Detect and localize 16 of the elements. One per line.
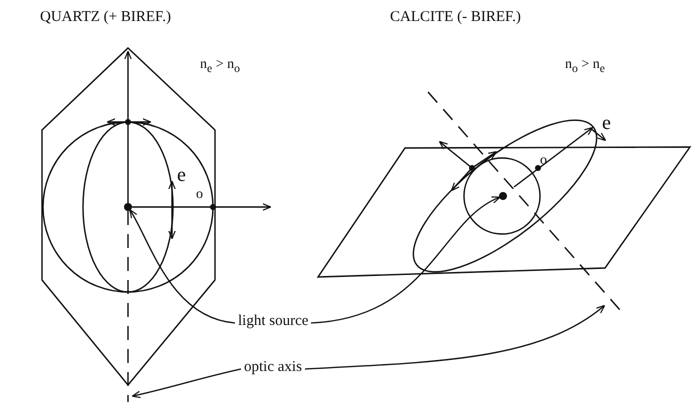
light-source-label: light source [238,312,308,330]
light-source-point [124,203,132,211]
optic-axis-line [127,211,129,402]
leader-line [129,209,236,324]
leader-line [310,196,501,324]
ray-label: e [602,114,611,132]
diagram-heading: QUARTZ (+ BIREF.) [40,8,171,26]
leader-line [132,368,242,398]
optic-axis-line [427,92,621,310]
ray-label: o [196,186,203,204]
optic-axis-label: optic axis [244,358,302,376]
inequality-label: n$_{o}$ > n$_{e}$ [565,56,605,77]
leader-line [304,304,606,370]
inequality-label: n$_{e}$ > n$_{o}$ [200,56,240,77]
ray-label: e [177,166,186,184]
diagram-heading: CALCITE (- BIREF.) [390,8,521,26]
